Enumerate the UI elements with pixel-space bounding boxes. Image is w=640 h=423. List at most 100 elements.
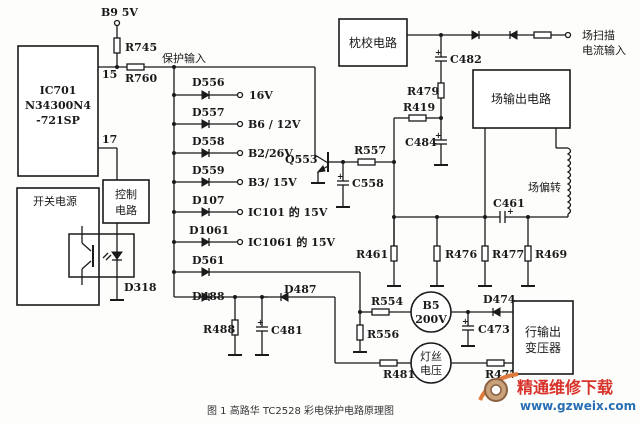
ic701-pin15: 15 [102,68,117,81]
diode-branch: D107 IC101 的 15V [172,194,328,219]
label-c484: C484 [405,136,437,149]
watermark-url: www.gzweix.com [520,399,636,413]
diode-branch: D1061 IC1061 的 15V [172,224,335,249]
filament-voltage-source [410,342,452,384]
diode-d487 [279,292,289,302]
label-c482: C482 [450,53,482,66]
svg-text:+: + [462,316,469,326]
diode-label: D556 [192,76,225,89]
diode-target: B6 / 12V [248,118,301,131]
watermark-cn: 精通维修下载 [517,378,613,397]
diode-field-1 [471,30,481,40]
b5-voltage: 200V [415,313,447,326]
diode-d561 [201,267,211,277]
ic701-name: IC701 [40,84,77,97]
diode-branch: D559 B3/ 15V [172,164,297,189]
diode-target: IC1061 的 15V [248,235,335,249]
supply-terminal [113,19,121,27]
horizontal-output-transformer [512,300,574,375]
diode-branch: D557 B6 / 12V [172,106,301,131]
label-c481: C481 [271,324,303,337]
control-circuit-block [102,179,150,224]
ic701-block [17,45,99,177]
field-scan-terminal [564,31,572,39]
figure-caption: 图 1 高路华 TC2528 彩电保护电路原理图 [207,404,394,417]
diode-target: B3/ 15V [248,176,297,189]
diode-label: D107 [192,194,225,207]
label-r477: R477 [492,248,524,261]
resistor-r469 [524,245,532,262]
label-d487: D487 [284,283,317,296]
label-r476: R476 [445,248,477,261]
label-r479: R479 [407,85,439,98]
resistor-r557 [357,158,376,166]
label-c461: C461 [493,197,525,210]
resistor-r481 [379,359,398,367]
label-r419: R419 [403,101,435,114]
diode-d474 [491,307,501,317]
filament-voltage-label: 电压 [420,364,442,377]
label-c558: C558 [352,177,384,190]
resistor-r556 [356,324,364,341]
ic701-part: N34300N4 [25,99,91,112]
protect-input-label: 保护输入 [162,51,206,65]
label-r557: R557 [354,144,386,157]
field-scan-label-2: 电流输入 [582,43,626,57]
resistor-r745 [113,37,121,54]
watermark: 精通维修下载 www.gzweix.com [478,372,636,413]
resistor-field-input [533,31,552,39]
svg-text:+: + [257,317,264,327]
ic701-pin17: 17 [102,133,117,146]
resistor-r419 [408,114,427,122]
yoke-label: 场偏转 [528,180,561,194]
diode-target: IC101 的 15V [248,205,328,219]
pincushion-label: 枕校电路 [349,35,397,50]
supply-b9-label: B9 5V [101,6,138,19]
resistor-r554 [371,308,390,316]
resistor-r477 [481,245,489,262]
control-label-1: 控制 [115,187,137,201]
resistor-r760 [126,63,145,71]
field-yoke-coil [566,147,572,215]
control-label-2: 电路 [115,204,137,217]
led-d318 [111,251,123,260]
pincushion-circuit-block [338,18,408,67]
filament-label: 灯丝 [420,350,442,363]
svg-text:+: + [435,47,442,57]
b5-label: B5 [423,299,440,312]
b5-200v-source [410,291,452,333]
label-r469: R469 [535,248,567,261]
label-d474: D474 [483,293,516,306]
label-r745: R745 [125,41,157,54]
label-r554: R554 [371,295,403,308]
diode-target: B2/26V [248,147,293,160]
label-q553: Q553 [285,153,318,166]
label-r488: R488 [203,323,235,336]
svg-text:+: + [507,206,514,216]
label-r760: R760 [125,72,157,85]
resistor-r477-filament [486,359,505,367]
diode-label: D559 [192,164,225,177]
diode-label: D558 [192,135,225,148]
hot-label-1: 行输出 [525,324,561,339]
svg-text:+: + [435,130,442,140]
diode-label: D557 [192,106,225,119]
field-output-block [472,69,571,129]
diode-field-2 [508,30,518,40]
optocoupler [68,233,135,278]
ic701-suffix: -721SP [36,114,80,127]
resistor-r476 [433,245,441,262]
field-output-label: 场输出电路 [491,91,551,106]
field-scan-label-1: 场扫描 [582,28,615,42]
diode-branch: D558 B2/26V [172,135,293,160]
switch-power-label: 开关电源 [33,194,77,208]
diode-target: 16V [249,89,273,102]
label-d561: D561 [192,254,225,267]
diode-branch: D556 16V [172,76,273,102]
diode-d488 [201,292,211,302]
label-c473: C473 [478,323,510,336]
label-r461: R461 [356,248,388,261]
hot-label-2: 变压器 [525,340,561,355]
